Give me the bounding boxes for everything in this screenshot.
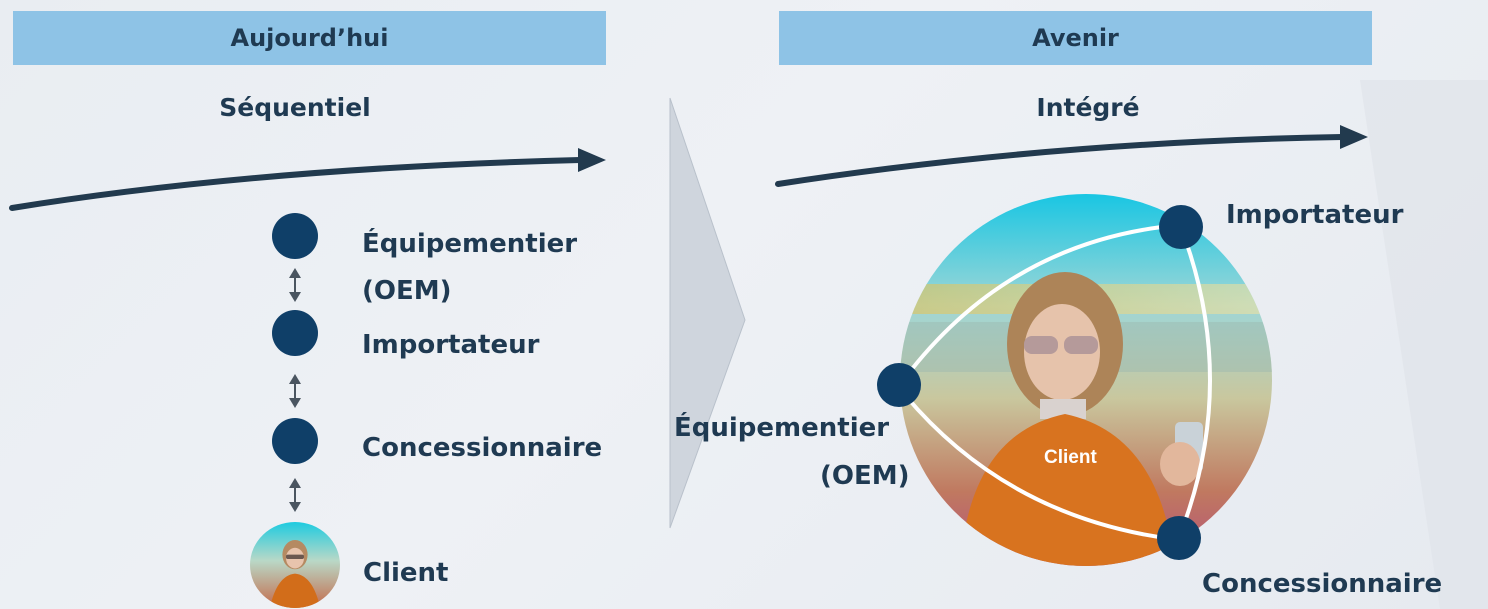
link-oem-dealer [903,393,1181,542]
link-oem-importer [903,223,1181,380]
node-dealer [272,418,318,464]
header-today: Aujourd’hui [13,11,606,65]
subtitle-sequential: Séquentiel [219,93,371,122]
client-photo-small-image [250,522,340,608]
node-oem [272,213,318,259]
label-oem-line2: (OEM) [362,276,452,306]
label-client-center: Client [1044,447,1097,468]
node-importer-future [1159,205,1203,249]
label-client-left: Client [363,558,449,588]
label-dealer-future: Concessionnaire [1202,569,1443,599]
header-future: Avenir [779,11,1372,65]
right-shade-shape [1360,80,1488,609]
node-oem-future [877,363,921,407]
double-arrow-icon [289,374,301,408]
label-oem-future-line2: (OEM) [820,461,910,491]
integrated-arrow-line [775,134,1345,187]
client-photo-small [250,522,340,608]
double-arrow-icon [289,268,301,302]
label-importer: Importateur [362,330,540,360]
transition-chevron [669,97,746,529]
link-importer-dealer [1178,224,1212,536]
sequential-arrow-line [9,157,583,211]
subtitle-integrated: Intégré [1036,93,1140,122]
label-importer-future: Importateur [1226,200,1404,230]
node-importer [272,310,318,356]
header-today-label: Aujourd’hui [230,24,389,52]
sequential-arrow-head [578,148,606,172]
integrated-arrow-head [1340,125,1368,149]
label-dealer: Concessionnaire [362,433,603,463]
double-arrow-icon [289,478,301,512]
header-future-label: Avenir [1032,24,1119,52]
label-oem-future-line1: Équipementier [674,413,890,443]
node-dealer-future [1157,516,1201,560]
label-oem-line1: Équipementier [362,229,578,259]
